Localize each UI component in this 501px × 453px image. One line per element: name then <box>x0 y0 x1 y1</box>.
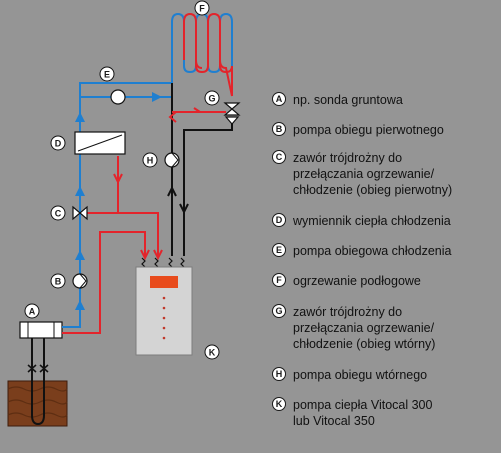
floor-heating-hot-return <box>183 12 233 97</box>
legend-text: zawór trójdrożny do przełączania ogrzewa… <box>293 305 436 351</box>
legend-text: pompa obiegowa chłodzenia <box>293 244 452 258</box>
marker-a: A <box>24 303 40 319</box>
svg-text:C: C <box>55 209 62 219</box>
heat-pump-schematic: A B C D E F G H K <box>7 0 241 427</box>
legend-badge: D <box>272 213 286 227</box>
svg-text:A: A <box>29 307 36 317</box>
legend-badge: A <box>272 92 286 106</box>
legend-text: zawór trójdrożny do przełączania ogrzewa… <box>293 151 453 197</box>
marker-g: G <box>204 90 220 106</box>
svg-text:K: K <box>209 348 216 358</box>
legend-item-d: D wymiennik ciepła chłodzenia <box>272 213 451 229</box>
legend-text: pompa obiegu pierwotnego <box>293 123 444 137</box>
legend-text: wymiennik ciepła chłodzenia <box>293 214 451 228</box>
cooling-circulation-pump <box>110 89 126 105</box>
legend-item-a: A np. sonda gruntowa <box>272 92 403 108</box>
svg-text:G: G <box>208 94 215 104</box>
legend-badge: G <box>272 304 286 318</box>
svg-text:H: H <box>147 156 154 166</box>
legend-item-b: B pompa obiegu pierwotnego <box>272 122 444 138</box>
marker-k: K <box>204 344 220 360</box>
legend-text: np. sonda gruntowa <box>293 93 403 107</box>
secondary-return-pipe <box>183 118 233 256</box>
marker-c: C <box>50 205 66 221</box>
ground-probe-loop <box>31 338 45 426</box>
legend-text: pompa ciepła Vitocal 300 lub Vitocal 350 <box>293 398 433 428</box>
heat-pump-panel-dots <box>162 296 166 340</box>
marker-f: F <box>194 0 210 16</box>
legend-item-c: C zawór trójdrożny do przełączania ogrze… <box>272 150 452 198</box>
legend-badge: K <box>272 397 286 411</box>
legend-item-e: E pompa obiegowa chłodzenia <box>272 243 451 259</box>
legend-item-h: H pompa obiegu wtórnego <box>272 367 427 383</box>
cooling-branch-pipe <box>86 156 159 256</box>
secondary-pump <box>164 152 180 168</box>
legend-text: pompa obiegu wtórnego <box>293 368 428 382</box>
svg-text:E: E <box>104 70 110 80</box>
floor-heating-loop <box>171 12 233 96</box>
svg-text:B: B <box>55 277 62 287</box>
marker-b: B <box>50 273 66 289</box>
legend-badge: H <box>272 367 286 381</box>
svg-text:D: D <box>55 139 62 149</box>
probe-distributor <box>19 321 63 339</box>
marker-d: D <box>50 135 66 151</box>
secondary-three-way-valve <box>223 102 241 116</box>
ground-texture <box>7 386 68 418</box>
svg-text:F: F <box>199 4 205 14</box>
primary-return-pipe <box>62 231 146 334</box>
primary-three-way-valve <box>72 205 88 221</box>
heat-pump-display <box>150 276 178 288</box>
marker-h: H <box>142 152 158 168</box>
legend-item-g: G zawór trójdrożny do przełączania ogrze… <box>272 304 435 352</box>
legend-item-f: F ogrzewanie podłogowe <box>272 273 421 289</box>
legend-badge: B <box>272 122 286 136</box>
primary-cold-pipe <box>62 82 172 328</box>
marker-e: E <box>99 66 115 82</box>
legend-badge: F <box>272 273 286 287</box>
legend: A np. sonda gruntowa B pompa obiegu pier… <box>272 0 501 453</box>
legend-text: ogrzewanie podłogowe <box>293 274 421 288</box>
probe-valve-right <box>39 364 49 373</box>
primary-pump <box>72 273 88 289</box>
legend-badge: E <box>272 243 286 257</box>
probe-valve-left <box>27 364 37 373</box>
legend-item-k: K pompa ciepła Vitocal 300 lub Vitocal 3… <box>272 397 432 429</box>
legend-badge: C <box>272 150 286 164</box>
